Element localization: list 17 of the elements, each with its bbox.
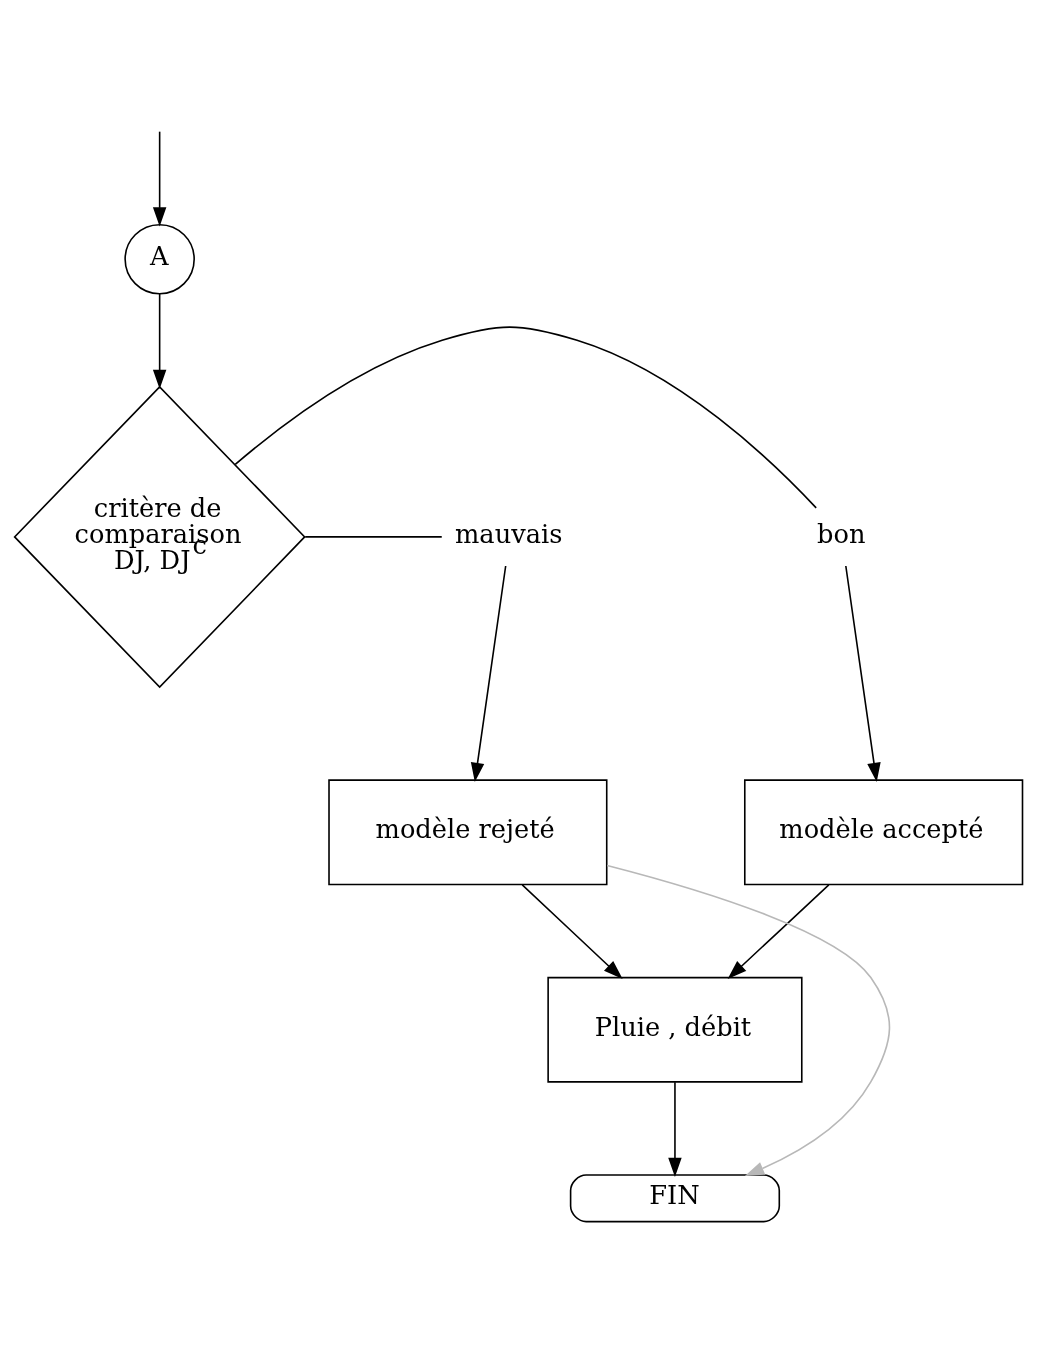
arrow: [668, 1081, 682, 1177]
arrow: [606, 864, 891, 1176]
arrow: [521, 883, 623, 979]
arrow: [152, 292, 167, 389]
arrow: [845, 564, 881, 782]
arrow: [152, 130, 167, 226]
node-circle: A: [124, 223, 195, 294]
node-text: mauvais: [455, 518, 563, 549]
node-text: bon: [817, 518, 866, 549]
node-box: FIN: [569, 1173, 781, 1222]
node-box: Pluie , débit: [547, 976, 803, 1083]
connector: [234, 325, 817, 509]
arrow: [727, 883, 830, 979]
node-box: modèle accepté: [743, 778, 1024, 885]
connector: [304, 535, 443, 538]
node-box: modèle rejeté: [328, 778, 608, 885]
arrow: [470, 564, 507, 782]
